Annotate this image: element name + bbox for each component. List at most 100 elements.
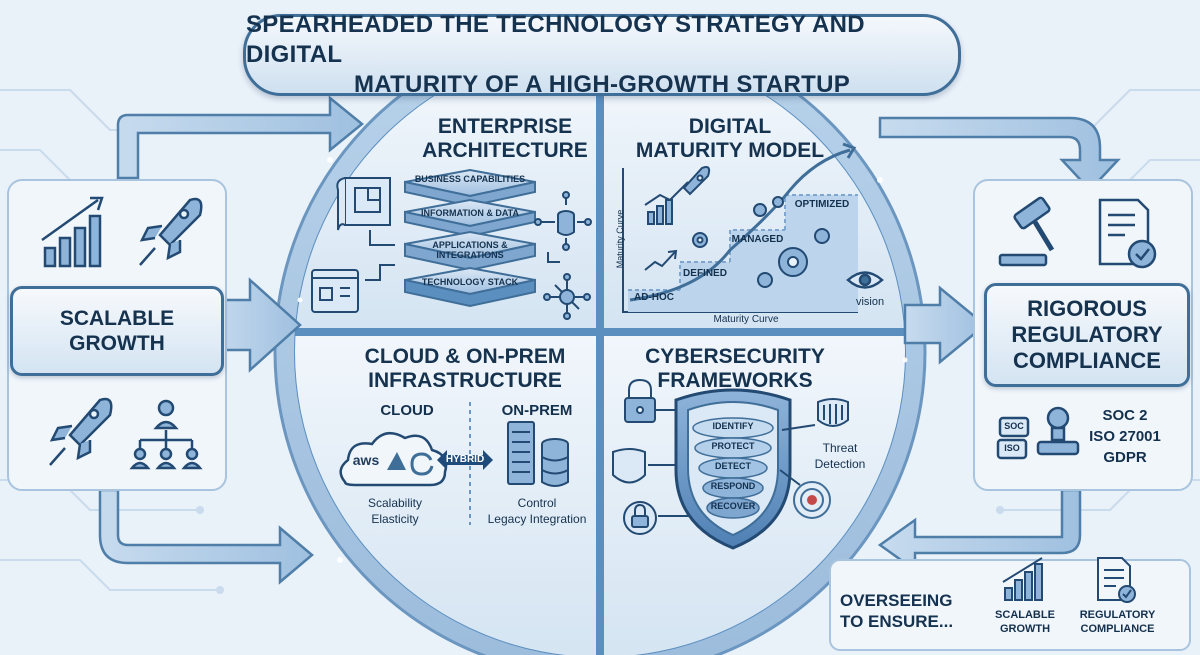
maturity-x-label: Maturity Curve [713, 314, 779, 325]
stamp-label-iso: ISO [1004, 443, 1020, 453]
cloud-title-line1: CLOUD & ON-PREM [364, 345, 566, 368]
trend-up-icon [644, 181, 689, 225]
standard-iso27001: ISO 27001 [1089, 428, 1161, 445]
footer-document-icon [1097, 557, 1136, 603]
footer-growth-line2: GROWTH [999, 623, 1051, 635]
growth-chart-icon [41, 196, 104, 268]
main-title-line2: MATURITY OF A HIGH-GROWTH STARTUP [353, 71, 851, 98]
rocket-icon-2 [49, 397, 113, 466]
shield-detect: DETECT [715, 461, 751, 471]
hybrid-label: HYBRID [445, 454, 485, 465]
regulatory-compliance-card: RIGOROUS REGULATORY COMPLIANCE [984, 283, 1190, 387]
target-radar-icon [793, 481, 831, 519]
footer-chart-icon [1002, 557, 1043, 601]
gcp-logo-icon [410, 452, 434, 476]
enterprise-title-line2: ARCHITECTURE [422, 139, 588, 162]
aws-logo: aws [352, 452, 380, 468]
vision-label: vision [855, 296, 885, 308]
layer-business-capabilities: BUSINESS CAPABILITIES [414, 174, 526, 184]
stamp-label-soc: SOC [1004, 421, 1024, 431]
gavel-icon [998, 196, 1055, 267]
org-chart-icon [129, 399, 203, 470]
stage-optimized: OPTIMIZED [794, 199, 850, 210]
stamp-icon [996, 406, 1080, 460]
onprem-label: ON-PREM [501, 402, 573, 419]
layer-applications-integrations: APPLICATIONS & INTEGRATIONS [432, 240, 508, 260]
cloud-caption-line2: Elasticity [371, 512, 419, 526]
threat-line1: Threat [822, 441, 858, 455]
architecture-layers [404, 168, 536, 308]
maturity-title-line1: DIGITAL [688, 115, 772, 138]
cyber-title-line2: FRAMEWORKS [657, 369, 813, 392]
cybersecurity-title: CYBERSECURITY FRAMEWORKS [635, 345, 835, 393]
scalable-growth-card: SCALABLE GROWTH [10, 286, 224, 376]
shield-identify: IDENTIFY [712, 421, 754, 431]
bottom-right-arrow [877, 488, 1082, 573]
onprem-caption-line2: Legacy Integration [487, 512, 587, 526]
server-icon [507, 421, 535, 485]
overseeing-line1: OVERSEEING [840, 591, 953, 610]
main-title: SPEARHEADED THE TECHNOLOGY STRATEGY AND … [243, 11, 961, 98]
binary-shield-icon [612, 448, 646, 484]
digital-maturity-title: DIGITAL MATURITY MODEL [630, 115, 830, 163]
rocket-icon [139, 197, 203, 266]
hybrid-arrow [437, 450, 493, 470]
gear-icon [692, 196, 830, 288]
threat-line2: Detection [814, 457, 866, 471]
stage-defined: DEFINED [683, 268, 727, 279]
trend-arrow-icon [644, 249, 678, 271]
footer-growth-label: SCALABLE GROWTH [985, 608, 1065, 636]
lock-circle-icon [623, 501, 657, 535]
overseeing-line2: TO ENSURE... [840, 612, 954, 631]
top-left-arrow [116, 95, 364, 180]
network-hub-icon [543, 273, 591, 320]
maturity-title-line2: MATURITY MODEL [635, 139, 825, 162]
cloud-infrastructure-title: CLOUD & ON-PREM INFRASTRUCTURE [335, 345, 595, 393]
onprem-caption-line1: Control [517, 496, 557, 510]
overseeing-text: OVERSEEING TO ENSURE... [840, 590, 970, 632]
maturity-y-label: Maturity Curve [615, 209, 625, 269]
rocket-small-icon [682, 166, 711, 196]
padlock-icon [624, 378, 656, 423]
compliance-line1: RIGOROUS [1027, 296, 1147, 321]
stage-managed: MANAGED [731, 234, 784, 245]
cloud-caption-line1: Scalability [367, 496, 423, 510]
cloud-title-line2: INFRASTRUCTURE [368, 369, 562, 392]
stage-ad-hoc: AD-HOC [634, 292, 674, 303]
cybersecurity-shield [674, 388, 792, 550]
eye-vision-icon [846, 271, 884, 289]
layer-technology-stack: TECHNOLOGY STACK [421, 277, 519, 287]
compliance-line3: COMPLIANCE [1013, 348, 1161, 373]
footer-growth-line1: SCALABLE [995, 609, 1055, 621]
ring-sparkles [297, 157, 908, 573]
standard-soc2: SOC 2 [1102, 407, 1148, 424]
scalable-growth-line2: GROWTH [69, 332, 165, 355]
footer-compliance-line1: REGULATORY [1079, 609, 1156, 621]
threat-detection-label: Threat Detection [805, 440, 875, 472]
layer-information-data: INFORMATION & DATA [421, 208, 519, 218]
standards-list: SOC 2 ISO 27001 GDPR [1080, 405, 1170, 468]
shield-protect: PROTECT [711, 441, 755, 451]
main-title-line1: SPEARHEADED THE TECHNOLOGY STRATEGY AND … [246, 11, 865, 68]
storage-icon [541, 438, 569, 487]
enterprise-architecture-title: ENTERPRISE ARCHITECTURE [410, 115, 600, 163]
scalable-growth-line1: SCALABLE [59, 307, 175, 330]
top-right-arrow [878, 116, 1121, 192]
cloud-label: CLOUD [380, 402, 434, 419]
bottom-left-arrow [98, 488, 314, 585]
threat-server-icon [817, 398, 849, 427]
azure-logo-icon [387, 452, 406, 470]
onprem-caption: Control Legacy Integration [472, 495, 602, 527]
right-arrow [903, 285, 987, 365]
cloud-caption: Scalability Elasticity [345, 495, 445, 527]
shield-respond: RESPOND [710, 481, 756, 491]
checklist-document-icon [1098, 198, 1157, 269]
maturity-chart [622, 142, 858, 313]
footer-compliance-label: REGULATORY COMPLIANCE [1070, 608, 1165, 636]
standard-gdpr: GDPR [1103, 449, 1147, 466]
compliance-line2: REGULATORY [1011, 322, 1163, 347]
database-network-icon [534, 191, 592, 251]
enterprise-title-line1: ENTERPRISE [437, 115, 573, 138]
cyber-title-line1: CYBERSECURITY [645, 345, 825, 368]
